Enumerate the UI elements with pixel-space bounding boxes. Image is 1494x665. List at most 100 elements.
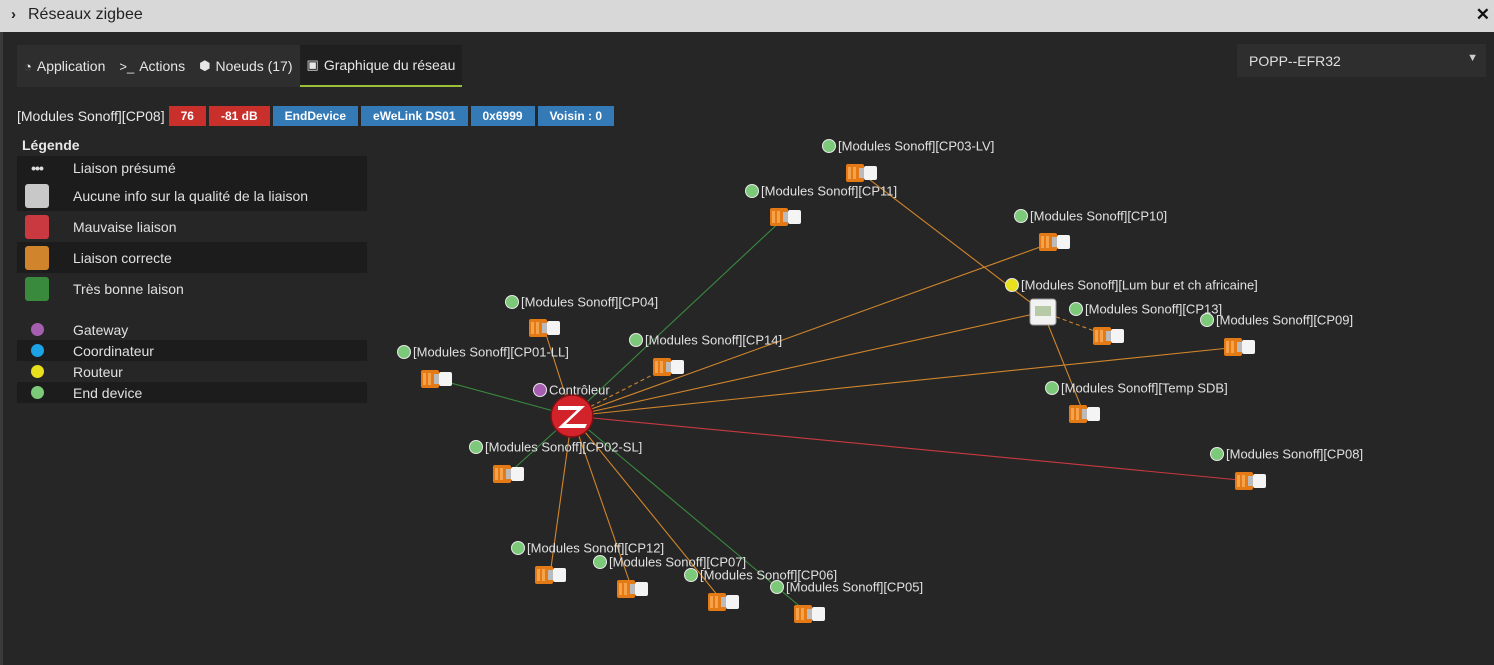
end-device-node[interactable]: [Modules Sonoff][CP12] [511,541,665,585]
link-color-swatch [25,183,49,208]
legend-label: Routeur [73,363,123,380]
end-device-status-dot [397,345,411,359]
legend-label: Liaison correcte [73,249,172,266]
end-device-node[interactable]: [Modules Sonoff][CP13] [1069,302,1223,346]
image-icon: ▣ [306,57,319,72]
rssi-badge: -81 dB [208,106,270,126]
smart-plug-icon [1235,472,1266,490]
network-link [1042,311,1085,415]
node-label: [Modules Sonoff][CP06] [700,568,837,583]
smart-plug-icon [770,208,801,226]
end-device-node[interactable]: [Modules Sonoff][CP08] [1210,447,1364,491]
end-device-node[interactable]: [Modules Sonoff][CP02-SL] [469,440,643,484]
node-label: [Modules Sonoff][Lum bur et ch africaine… [1021,278,1258,293]
tab-noeuds[interactable]: ⬢ Noeuds (17) [192,45,300,87]
tab-actions[interactable]: >_ Actions [112,45,193,87]
node-label: [Modules Sonoff][CP02-SL] [485,440,642,455]
end-device-status-dot [469,440,483,454]
smart-plug-icon [421,370,452,388]
legend-label: Liaison présumé [73,160,176,176]
node-label: [Modules Sonoff][CP11] [761,184,897,199]
node-label: [Modules Sonoff][CP04] [521,295,658,310]
node-label: [Modules Sonoff][CP14] [645,333,782,348]
type-badge: EndDevice [272,106,359,126]
node-label: [Modules Sonoff][CP13] [1085,302,1222,317]
node-label: [Modules Sonoff][CP10] [1030,209,1167,224]
legend-item: ••• Liaison présumé [17,156,367,180]
node-label: [Modules Sonoff][CP09] [1216,313,1353,328]
end-device-node[interactable]: [Modules Sonoff][CP04] [505,295,659,338]
network-select[interactable]: POPP--EFR32 ▼ [1237,44,1486,77]
smart-plug-icon [653,358,684,376]
controller-node[interactable]: Contrôleur [533,383,611,438]
node-label: [Modules Sonoff][CP03-LV] [838,139,994,154]
legend-title: Légende [22,137,80,153]
legend-item: Aucune info sur la qualité de la liaison [17,180,367,211]
end-device-node[interactable]: [Modules Sonoff][CP11] [745,184,898,227]
legend-panel: Légende ••• Liaison présumé Aucune info … [17,137,367,403]
address-badge: 0x6999 [470,106,535,126]
terminal-icon: >_ [119,58,135,74]
legend-label: Mauvaise liaison [73,218,177,235]
gauge-icon: ◔ [24,58,32,74]
end-device-node[interactable]: [Modules Sonoff][CP10] [1014,209,1168,252]
end-device-node[interactable]: [Modules Sonoff][CP03-LV] [822,139,995,183]
end-device-node[interactable]: [Modules Sonoff][CP01-LL] [397,345,569,389]
node-label: [Modules Sonoff][Temp SDB] [1061,381,1228,396]
legend-item: Liaison correcte [17,242,367,273]
link-color-swatch [25,245,49,270]
smart-plug-icon [708,593,739,611]
selected-node-name: [Modules Sonoff][CP08] [17,108,165,124]
legend-item: Gateway [17,319,367,340]
node-label: Contrôleur [549,383,610,398]
smart-plug-icon [617,580,648,598]
legend-label: Coordinateur [73,342,154,359]
coordinator-dot-icon [31,344,44,357]
caret-down-icon: ▼ [1467,52,1478,64]
smart-plug-icon [846,164,877,182]
end-device-dot-icon [31,386,44,399]
network-link [571,415,724,603]
end-device-node[interactable]: [Modules Sonoff][CP07] [593,555,747,599]
network-link [571,415,1251,482]
end-device-status-dot [684,568,698,582]
end-device-node[interactable]: [Modules Sonoff][CP05] [770,580,924,624]
end-device-node[interactable]: [Modules Sonoff][CP09] [1200,313,1354,357]
legend-label: Gateway [73,321,129,338]
smart-plug-icon [535,566,566,584]
chevron-right-icon[interactable]: › [11,6,16,23]
smart-plug-icon [1069,405,1100,423]
smart-plug-icon [493,465,524,483]
router-status-dot [1005,278,1019,292]
network-link [571,415,810,615]
smart-plug-icon [1093,327,1124,345]
router-dot-icon [31,365,44,378]
router-node[interactable]: [Modules Sonoff][Lum bur et ch africaine… [1005,278,1258,326]
lqi-badge: 76 [168,106,206,126]
window-title: Réseaux zigbee [28,6,143,23]
end-device-status-dot [770,580,784,594]
tab-graphique[interactable]: ▣ Graphique du réseau [299,45,463,87]
end-device-node[interactable]: [Modules Sonoff][CP06] [684,568,838,612]
close-icon[interactable]: ✕ [1475,5,1490,24]
zigbee-logo-ring [550,394,594,438]
smart-plug-icon [529,319,560,337]
end-device-status-dot [822,139,836,153]
left-edge [0,32,3,665]
link-controller-router [571,311,1044,417]
node-label: [Modules Sonoff][CP08] [1226,447,1363,462]
zigbee-z-mark [558,406,587,428]
tab-application[interactable]: ◔ Application [17,45,113,87]
end-device-node[interactable]: [Modules Sonoff][Temp SDB] [1045,381,1228,424]
network-select-value: POPP--EFR32 [1249,53,1341,69]
legend-label: End device [73,384,143,401]
network-link [571,241,1055,417]
legend-item: Routeur [17,361,367,382]
tab-label: Actions [139,58,186,74]
tab-bar: ◔ Application >_ Actions ⬢ Noeuds (17) ▣… [17,45,463,87]
end-device-status-dot [1069,302,1083,316]
end-device-node[interactable]: [Modules Sonoff][CP14] [629,333,783,377]
selected-node-info: [Modules Sonoff][CP08] 76 -81 dB EndDevi… [17,106,617,126]
relay-module-board [1035,306,1051,316]
